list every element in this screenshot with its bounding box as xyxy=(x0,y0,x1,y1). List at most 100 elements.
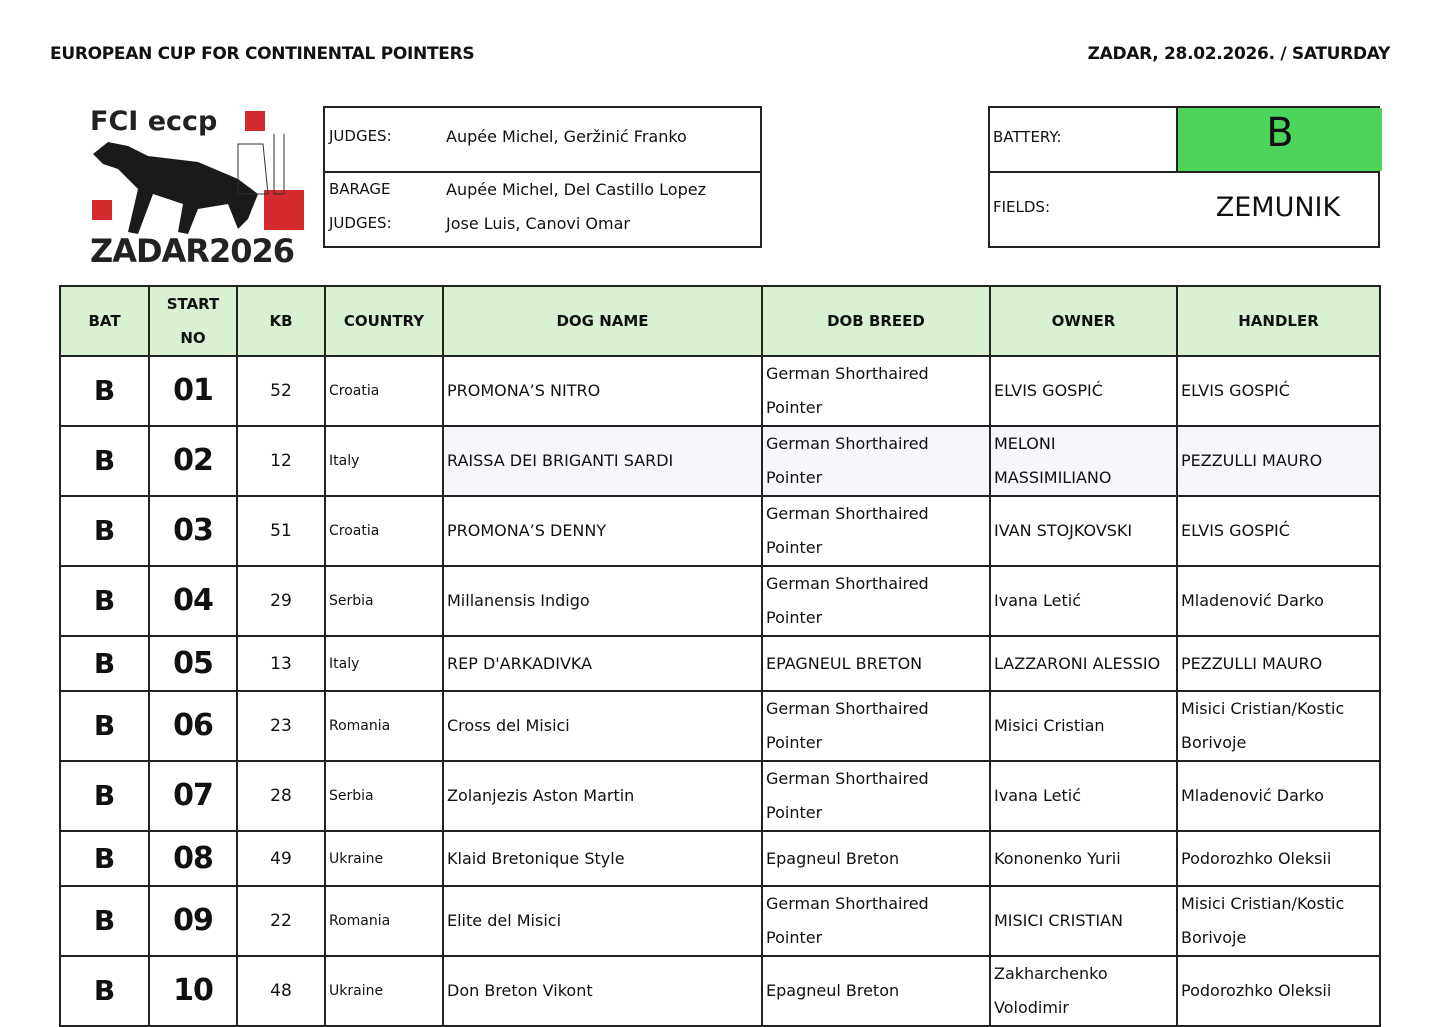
header-country: COUNTRY xyxy=(324,285,444,357)
cell-dob-breed: German Shorthaired Pointer xyxy=(761,690,991,762)
cell-start-no: 04 xyxy=(148,565,238,637)
header-owner: OWNER xyxy=(989,285,1178,357)
cell-start-no: 05 xyxy=(148,635,238,692)
header-start-no: START NO xyxy=(148,285,238,357)
cell-handler: Podorozhko Oleksii xyxy=(1176,955,1381,1027)
cell-start-no: 01 xyxy=(148,355,238,427)
cell-dob-breed: EPAGNEUL BRETON xyxy=(761,635,991,692)
cell-country: Ukraine xyxy=(324,830,444,887)
cell-handler: ELVIS GOSPIĆ xyxy=(1176,495,1381,567)
cell-start-no: 02 xyxy=(148,425,238,497)
cell-owner: Zakharchenko Volodimir xyxy=(989,955,1178,1027)
cell-handler: ELVIS GOSPIĆ xyxy=(1176,355,1381,427)
cell-dog-name: Klaid Bretonique Style xyxy=(442,830,763,887)
cell-country: Ukraine xyxy=(324,955,444,1027)
cell-owner: IVAN STOJKOVSKI xyxy=(989,495,1178,567)
cell-country: Croatia xyxy=(324,355,444,427)
dog-icon xyxy=(93,134,285,234)
cell-bat: B xyxy=(59,830,150,887)
cell-owner: LAZZARONI ALESSIO xyxy=(989,635,1178,692)
judges-value: Aupée Michel, Geržinić Franko xyxy=(446,127,687,146)
cell-start-no: 10 xyxy=(148,955,238,1027)
header-dog-name: DOG NAME xyxy=(442,285,763,357)
cell-owner: Misici Cristian xyxy=(989,690,1178,762)
cell-bat: B xyxy=(59,355,150,427)
cell-kb: 28 xyxy=(236,760,326,832)
cell-handler: PEZZULLI MAURO xyxy=(1176,425,1381,497)
cell-dog-name: Zolanjezis Aston Martin xyxy=(442,760,763,832)
header-bat: BAT xyxy=(59,285,150,357)
cell-dob-breed: German Shorthaired Pointer xyxy=(761,355,991,427)
cell-owner: ELVIS GOSPIĆ xyxy=(989,355,1178,427)
cell-handler: Podorozhko Oleksii xyxy=(1176,830,1381,887)
cell-bat: B xyxy=(59,635,150,692)
cell-kb: 51 xyxy=(236,495,326,567)
cell-start-no: 03 xyxy=(148,495,238,567)
cell-country: Romania xyxy=(324,885,444,957)
fields-value: ZEMUNIK xyxy=(1215,192,1341,223)
cell-kb: 48 xyxy=(236,955,326,1027)
cell-handler: PEZZULLI MAURO xyxy=(1176,635,1381,692)
judges-box: JUDGES: Aupée Michel, Geržinić Franko BA… xyxy=(323,106,762,248)
cell-dob-breed: German Shorthaired Pointer xyxy=(761,425,991,497)
barage-label: BARAGE xyxy=(329,180,391,198)
cell-kb: 52 xyxy=(236,355,326,427)
judges-label: JUDGES: xyxy=(329,127,392,145)
battery-label: BATTERY: xyxy=(993,128,1062,146)
cell-dog-name: Elite del Misici xyxy=(442,885,763,957)
cell-country: Croatia xyxy=(324,495,444,567)
cell-country: Italy xyxy=(324,635,444,692)
cell-handler: Misici Cristian/Kostic Borivoje xyxy=(1176,690,1381,762)
header-handler: HANDLER xyxy=(1176,285,1381,357)
cell-dog-name: Millanensis Indigo xyxy=(442,565,763,637)
cell-country: Italy xyxy=(324,425,444,497)
barage-value-1: Aupée Michel, Del Castillo Lopez xyxy=(446,180,706,199)
header-kb: KB xyxy=(236,285,326,357)
cell-handler: Mladenović Darko xyxy=(1176,760,1381,832)
cell-country: Serbia xyxy=(324,565,444,637)
barage-value-2: Jose Luis, Canovi Omar xyxy=(446,214,630,233)
event-date: ZADAR, 28.02.2026. / SATURDAY xyxy=(1087,44,1391,64)
cell-kb: 23 xyxy=(236,690,326,762)
cell-dog-name: PROMONA’S NITRO xyxy=(442,355,763,427)
cell-dob-breed: German Shorthaired Pointer xyxy=(761,760,991,832)
event-title: EUROPEAN CUP FOR CONTINENTAL POINTERS xyxy=(50,44,475,64)
cell-kb: 13 xyxy=(236,635,326,692)
cell-bat: B xyxy=(59,425,150,497)
barage-judges-label: JUDGES: xyxy=(329,214,392,232)
cell-country: Serbia xyxy=(324,760,444,832)
cell-dog-name: Don Breton Vikont xyxy=(442,955,763,1027)
cell-dob-breed: Epagneul Breton xyxy=(761,955,991,1027)
cell-start-no: 06 xyxy=(148,690,238,762)
cell-owner: MELONI MASSIMILIANO xyxy=(989,425,1178,497)
cell-bat: B xyxy=(59,565,150,637)
header-dob-breed: DOB BREED xyxy=(761,285,991,357)
cell-handler: Mladenović Darko xyxy=(1176,565,1381,637)
logo-top-text: FCI eccp xyxy=(90,106,218,137)
cell-owner: Kononenko Yurii xyxy=(989,830,1178,887)
battery-box: B BATTERY: FIELDS: ZEMUNIK xyxy=(988,106,1382,248)
cell-bat: B xyxy=(59,885,150,957)
cell-owner: MISICI CRISTIAN xyxy=(989,885,1178,957)
cell-dob-breed: German Shorthaired Pointer xyxy=(761,885,991,957)
cell-bat: B xyxy=(59,955,150,1027)
fields-label: FIELDS: xyxy=(993,198,1051,216)
cell-owner: Ivana Letić xyxy=(989,565,1178,637)
cell-dog-name: Cross del Misici xyxy=(442,690,763,762)
cell-start-no: 08 xyxy=(148,830,238,887)
logo-bottom-text: ZADAR2026 xyxy=(90,232,295,270)
cell-owner: Ivana Letić xyxy=(989,760,1178,832)
cell-kb: 29 xyxy=(236,565,326,637)
cell-country: Romania xyxy=(324,690,444,762)
